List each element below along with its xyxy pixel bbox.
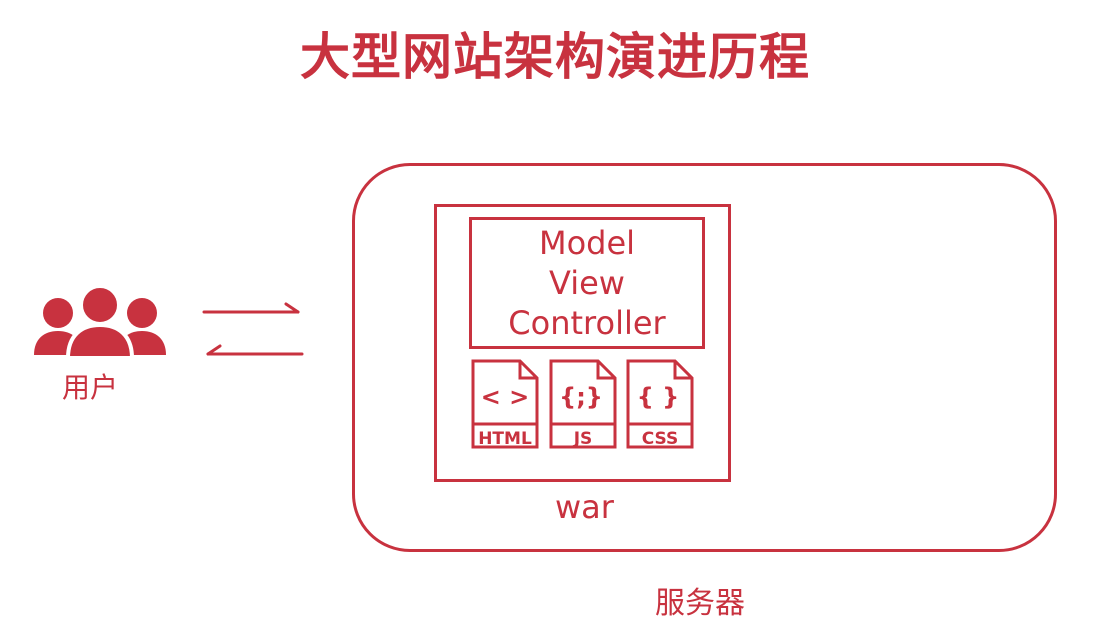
mvc-model: Model [538,224,636,262]
user-label: 用户 [62,371,119,404]
war-label: war [555,488,614,526]
html-file-label: HTML [478,429,532,449]
js-file-icon: {;} JS [549,359,617,449]
user-group-icon [34,284,166,360]
html-file-symbol: < > [481,383,530,411]
user-center-icon [65,284,135,360]
page-title: 大型网站架构演进历程 [300,28,810,86]
js-file-symbol: {;} [559,383,603,411]
html-file-icon: < > HTML [471,359,539,449]
mvc-controller: Controller [508,304,666,342]
server-label: 服务器 [655,586,745,621]
server-container [352,163,1057,552]
css-file-icon: { } CSS [626,359,694,449]
mvc-view: View [549,264,625,302]
war-container [434,204,731,482]
css-file-symbol: { } [637,383,680,411]
request-response-arrows [202,302,304,356]
mvc-box: Model View Controller [469,217,705,349]
js-file-label: JS [573,429,593,449]
css-file-label: CSS [642,429,679,449]
